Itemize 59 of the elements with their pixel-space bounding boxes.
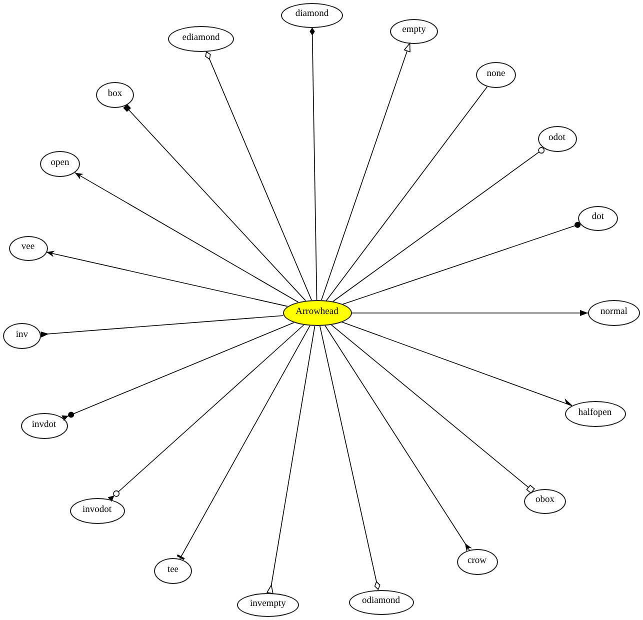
ellipse-node <box>168 26 234 52</box>
node-label: open <box>50 159 70 169</box>
connector-line <box>341 322 572 406</box>
ellipse-node <box>8 236 48 260</box>
ellipse-node <box>578 206 618 230</box>
node-label: box <box>108 90 122 100</box>
connector-line <box>324 325 472 552</box>
ellipse-node <box>154 558 192 584</box>
node-label: ediamond <box>182 34 220 44</box>
ellipse-node <box>456 549 498 575</box>
node-label: halfopen <box>578 409 612 419</box>
ellipse-node <box>538 126 576 152</box>
node-label: vee <box>21 243 35 253</box>
ellipse-node <box>3 323 41 349</box>
node-label: obox <box>536 496 554 506</box>
connector-line <box>332 147 545 302</box>
connector-line <box>62 322 294 421</box>
ellipse-node <box>281 2 343 28</box>
node-label: empty <box>402 26 426 36</box>
ellipse-node <box>476 62 516 88</box>
ellipse-node <box>564 401 626 427</box>
node-label: odot <box>548 134 566 144</box>
node-label: invodot <box>82 506 112 516</box>
connector-line <box>320 326 380 590</box>
arrow <box>321 42 410 300</box>
connector-line <box>123 104 306 302</box>
ellipse-node <box>348 590 414 614</box>
ellipse-node <box>390 18 438 44</box>
ellipse-node <box>282 300 352 326</box>
ellipse-node <box>237 593 299 617</box>
arrow <box>46 250 288 307</box>
connector-line <box>40 315 284 338</box>
node-label: dot <box>592 213 604 223</box>
ellipse-node <box>40 151 80 177</box>
ellipse-node <box>70 498 124 524</box>
node-label: tee <box>167 566 179 576</box>
connector-line <box>205 51 312 301</box>
node-label: odiamond <box>362 597 400 607</box>
ellipse-node <box>96 82 134 108</box>
ellipse-node <box>588 300 640 326</box>
connector-line <box>326 86 488 301</box>
node-label: crow <box>468 557 486 567</box>
connector-line <box>107 324 304 502</box>
node-label: invempty <box>250 600 286 610</box>
node-label: invdot <box>32 421 56 431</box>
node-label: none <box>486 70 506 80</box>
connector-line <box>266 326 316 594</box>
node-label: Arrowhead <box>296 308 338 318</box>
node-label: diamond <box>295 10 329 20</box>
arrow <box>74 172 299 302</box>
connector-line <box>310 27 318 300</box>
connector-line <box>330 324 535 494</box>
connector-line <box>342 222 581 305</box>
connector-line <box>176 325 310 560</box>
ellipse-node <box>524 488 566 514</box>
arrow <box>351 310 588 316</box>
node-label: inv <box>16 331 28 341</box>
node-label: normal <box>600 308 628 318</box>
ellipse-node <box>20 413 68 439</box>
